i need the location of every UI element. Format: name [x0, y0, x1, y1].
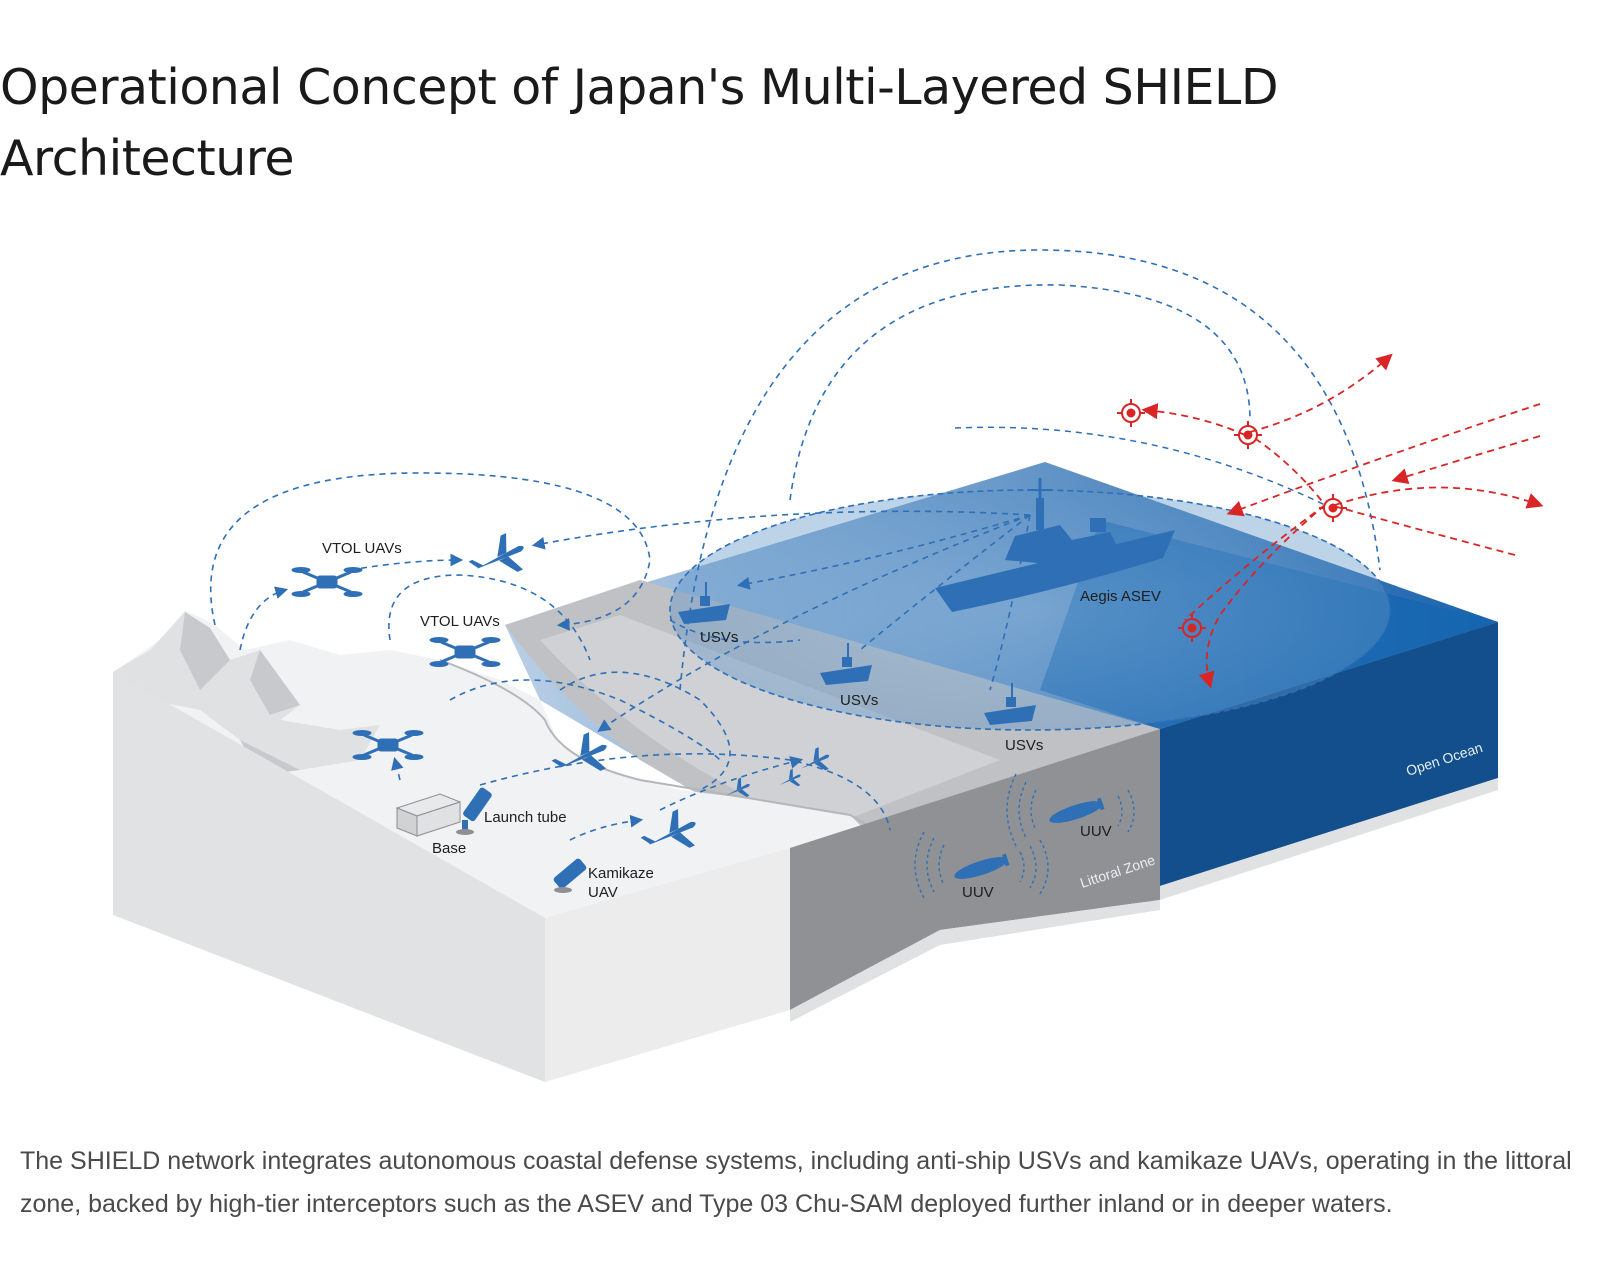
- destroyer-icon: [935, 478, 1175, 612]
- threat-path-2: [1391, 435, 1541, 485]
- link-ship-usv-2: [859, 514, 1031, 651]
- threat-paths: [1141, 353, 1544, 689]
- link-kamikaze: [569, 814, 644, 841]
- label-usvs-2: USVs: [840, 692, 878, 709]
- label-kamikaze: Kamikaze: [588, 865, 654, 882]
- label-uuv-2: UUV: [962, 884, 994, 901]
- label-usvs-1: USVs: [700, 629, 738, 646]
- mountain-shading: [180, 612, 300, 775]
- target-reticle-icon: [1117, 399, 1347, 642]
- launch-tube-icon: [456, 787, 587, 893]
- mountains: [113, 612, 380, 770]
- threat-path-5: [1249, 353, 1393, 433]
- label-uuv-1: UUV: [1080, 823, 1112, 840]
- label-vtol-uavs-1: VTOL UAVs: [322, 540, 402, 557]
- threat-path-7: [1244, 431, 1326, 506]
- label-base: Base: [432, 840, 466, 857]
- link-arc-inner-dome: [789, 284, 1251, 501]
- threat-path-1: [1226, 403, 1541, 517]
- threat-path-9: [1329, 504, 1516, 556]
- label-vtol-uavs-2: VTOL UAVs: [420, 613, 500, 630]
- link-arc-coast-1: [449, 679, 721, 761]
- friendly-links: [209, 249, 1381, 841]
- friendly-sweep: [954, 426, 1326, 506]
- uuv-icon: [954, 797, 1105, 879]
- label-launch-tube: Launch tube: [484, 809, 567, 826]
- link-arc-vtol-2: [388, 574, 591, 661]
- link-launch-coast: [479, 753, 891, 831]
- terrain-block: [113, 462, 1498, 1082]
- link-usv-arc: [669, 619, 801, 644]
- base-building-icon: [395, 793, 462, 837]
- land-side-face: [545, 848, 790, 1082]
- figure-caption: The SHIELD network integrates autonomous…: [20, 1147, 1572, 1218]
- threat-path-6: [1141, 403, 1246, 436]
- link-vtol-up: [239, 586, 289, 651]
- coastline: [439, 659, 881, 846]
- threat-path-4: [1198, 504, 1326, 689]
- land-front-face: [113, 672, 545, 1082]
- threat-path-8: [1184, 504, 1326, 621]
- aegis-coverage-dome: [670, 490, 1390, 730]
- threat-path-3: [1334, 486, 1544, 509]
- littoral-base: [790, 900, 1160, 1022]
- label-usvs-3: USVs: [1005, 737, 1043, 754]
- link-ship-vtol: [531, 510, 1031, 550]
- link-arc-vtol-loop: [209, 472, 651, 631]
- link-arc-big-dome: [679, 249, 1381, 691]
- page-title: Operational Concept of Japan's Multi-Lay…: [0, 59, 1279, 187]
- link-uav-east: [659, 756, 804, 811]
- link-ship-uav: [597, 514, 1031, 732]
- label-kamikaze-uav: UAV: [588, 884, 618, 901]
- vtol-drone-icon: [291, 567, 501, 760]
- ocean-base-strip: [1160, 778, 1498, 900]
- sonar-waves: [914, 773, 1135, 899]
- label-aegis-asev: Aegis ASEV: [1080, 588, 1161, 605]
- usv-boat-icon: [678, 582, 1036, 725]
- littoral-mid: [540, 615, 1000, 830]
- link-vtol-plane: [349, 553, 464, 571]
- ocean-side-face: [1160, 622, 1498, 886]
- airplane-icon: [468, 533, 830, 848]
- shield-architecture-diagram: VTOL UAVs VTOL UAVs Base Launch tube Kam…: [0, 228, 1600, 1108]
- link-base-up: [391, 756, 404, 781]
